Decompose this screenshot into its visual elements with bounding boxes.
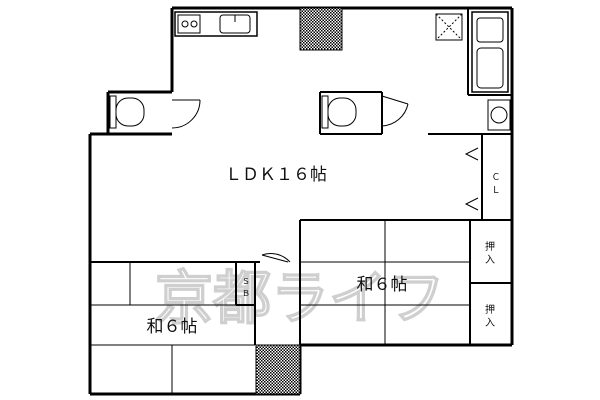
shoe-box-label-1: Ｓ xyxy=(242,277,250,286)
washing-machine-pan-icon xyxy=(435,13,463,41)
washitsu-left-label: 和６帖 xyxy=(147,317,198,337)
stove-icon xyxy=(177,14,201,34)
toilet-center-icon xyxy=(321,95,357,129)
interior-walls xyxy=(90,8,512,345)
oshiire-lower-label-1: 押 xyxy=(485,303,495,316)
washbasin-icon xyxy=(487,99,511,131)
closet-label-2: Ｌ xyxy=(491,186,500,196)
ventilation-shaft-bottom xyxy=(255,344,301,395)
closet-icon xyxy=(464,147,479,211)
ldk-label: ＬＤＫ１６帖 xyxy=(225,165,327,185)
oshiire-upper-label-2: 入 xyxy=(485,255,495,266)
shoe-box-label-2: Ｂ xyxy=(242,289,250,298)
oshiire-upper-label-1: 押 xyxy=(485,240,495,253)
ventilation-shaft-top xyxy=(299,7,343,51)
oshiire-lower-label-2: 入 xyxy=(485,318,495,329)
washitsu-right-label: 和６帖 xyxy=(357,275,408,295)
toilet-left-icon xyxy=(109,95,145,129)
door-swings xyxy=(171,95,409,263)
closet-label-1: Ｃ xyxy=(491,173,500,183)
bathtub-icon xyxy=(471,11,509,93)
tatami-lines xyxy=(90,220,470,394)
kitchen-counter xyxy=(174,11,258,37)
